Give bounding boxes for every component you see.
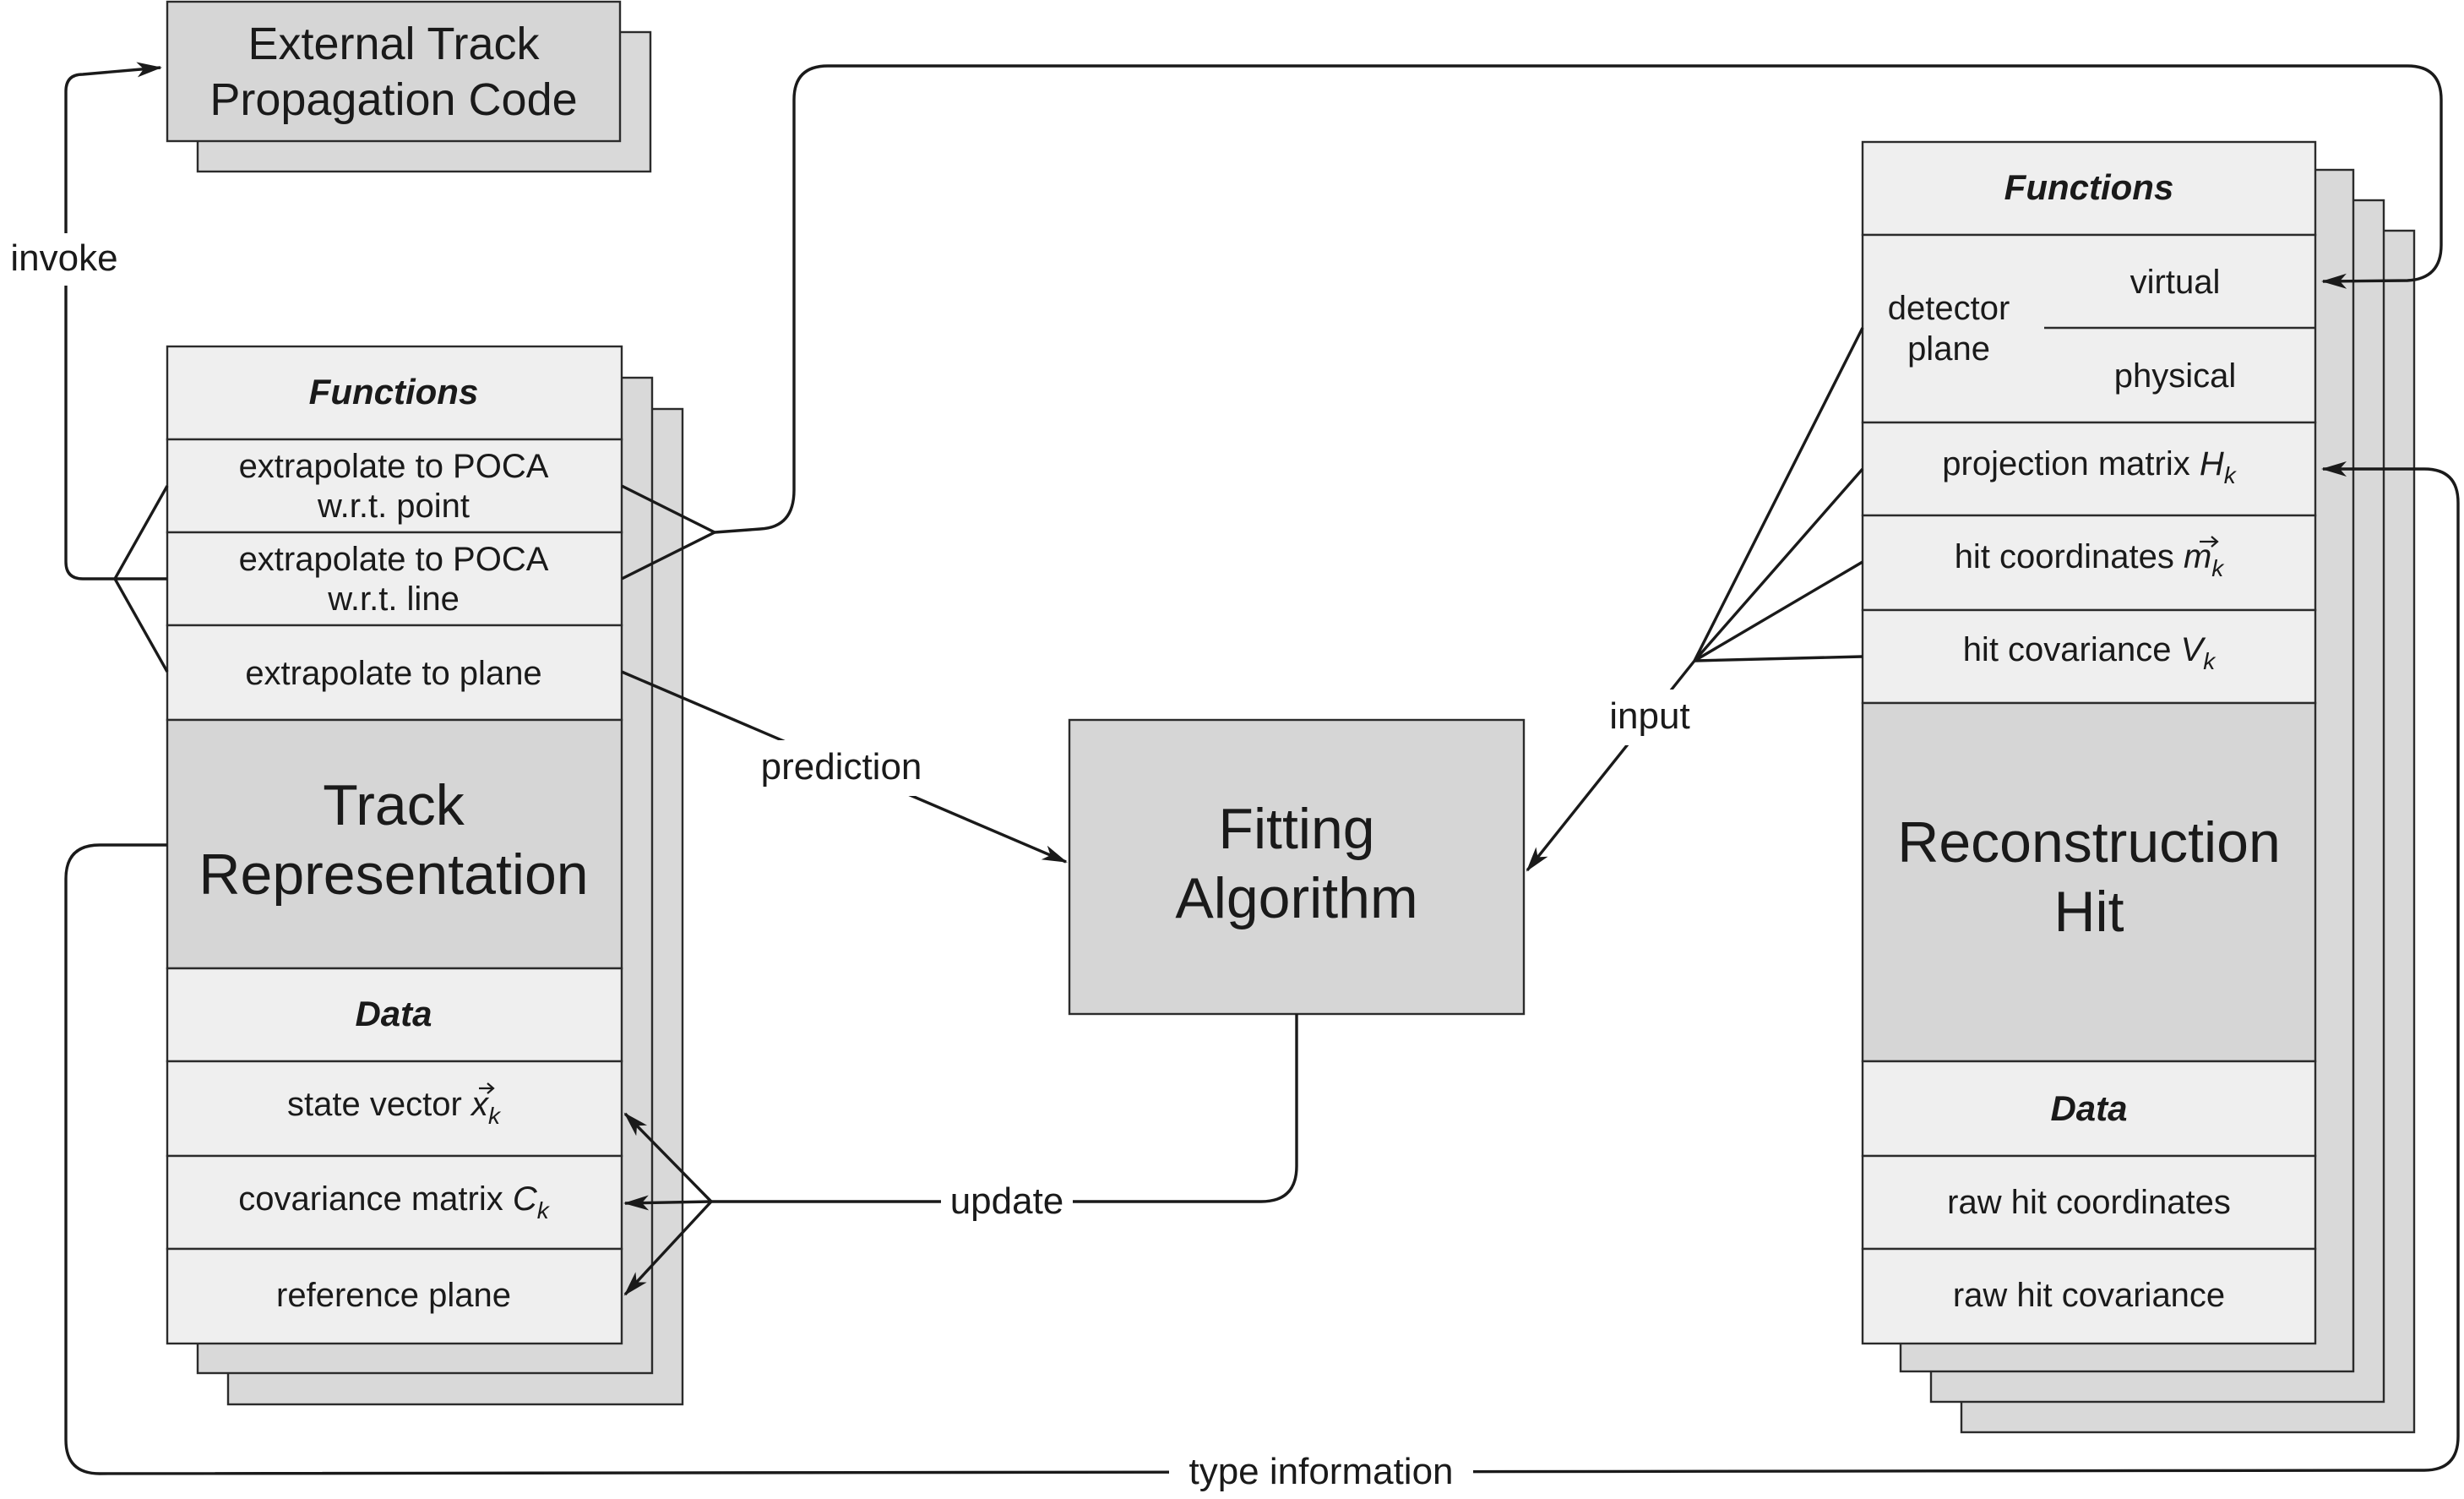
prediction-label: prediction bbox=[761, 746, 922, 788]
poca-line-line2: w.r.t. line bbox=[327, 581, 460, 618]
poca-point-line1: extrapolate to POCA bbox=[239, 448, 549, 485]
update-connector: update bbox=[623, 1014, 1298, 1296]
hit-coordinates-label: hit coordinates mk bbox=[1955, 538, 2226, 581]
detector-plane-line2: plane bbox=[1907, 330, 1990, 368]
external-track-line1: External Track bbox=[247, 19, 540, 69]
projection-matrix-label: projection matrix Hk bbox=[1942, 445, 2237, 488]
poca-to-virtual-connector bbox=[621, 64, 2443, 581]
poca-line-line1: extrapolate to POCA bbox=[239, 541, 549, 578]
covariance-matrix-label: covariance matrix Ck bbox=[238, 1180, 550, 1224]
extrapolate-to-plane: extrapolate to plane bbox=[245, 655, 541, 692]
track-representation-block: Functions extrapolate to POCA w.r.t. poi… bbox=[166, 345, 684, 1406]
hit-data-header: Data bbox=[2050, 1088, 2127, 1128]
virtual-label: virtual bbox=[2130, 264, 2221, 301]
reference-plane-label: reference plane bbox=[276, 1277, 511, 1314]
raw-hit-covariance-label: raw hit covariance bbox=[1953, 1277, 2225, 1314]
raw-hit-coordinates-label: raw hit coordinates bbox=[1947, 1184, 2231, 1221]
hit-functions-header: Functions bbox=[2004, 167, 2174, 207]
update-label: update bbox=[950, 1180, 1064, 1222]
reconstruction-hit-block: Functions detector plane virtual physica… bbox=[1861, 140, 2416, 1434]
track-functions-header: Functions bbox=[309, 372, 479, 412]
type-information-label: type information bbox=[1188, 1451, 1453, 1492]
hit-covariance-label: hit covariance Vk bbox=[1963, 631, 2217, 674]
poca-point-line2: w.r.t. point bbox=[317, 488, 470, 525]
invoke-connector: invoke bbox=[0, 62, 169, 673]
fitting-line1: Fitting bbox=[1218, 797, 1374, 861]
vector-arrow-icon bbox=[2200, 536, 2219, 548]
hit-title-line2: Hit bbox=[2053, 880, 2124, 944]
prediction-connector: prediction bbox=[621, 670, 1068, 864]
track-title-line1: Track bbox=[323, 773, 465, 837]
input-connector: input bbox=[1526, 327, 1864, 872]
external-track-propagation-code-block: External Track Propagation Code bbox=[166, 0, 652, 173]
fitting-algorithm-block: Fitting Algorithm bbox=[1068, 718, 1526, 1016]
track-data-header: Data bbox=[355, 994, 432, 1033]
type-information-connector: type information bbox=[64, 461, 2460, 1499]
physical-label: physical bbox=[2114, 357, 2237, 395]
detector-plane-line1: detector bbox=[1888, 290, 2010, 327]
state-vector-label: state vector xk bbox=[287, 1086, 502, 1129]
input-label: input bbox=[1609, 695, 1689, 737]
invoke-label: invoke bbox=[10, 237, 117, 279]
hit-title-line1: Reconstruction bbox=[1897, 810, 2281, 875]
external-track-line2: Propagation Code bbox=[209, 74, 577, 125]
state-vector-symbol: x bbox=[470, 1086, 490, 1123]
fitting-line2: Algorithm bbox=[1175, 866, 1417, 930]
vector-arrow-icon bbox=[479, 1082, 495, 1094]
track-title-line2: Representation bbox=[199, 842, 588, 907]
